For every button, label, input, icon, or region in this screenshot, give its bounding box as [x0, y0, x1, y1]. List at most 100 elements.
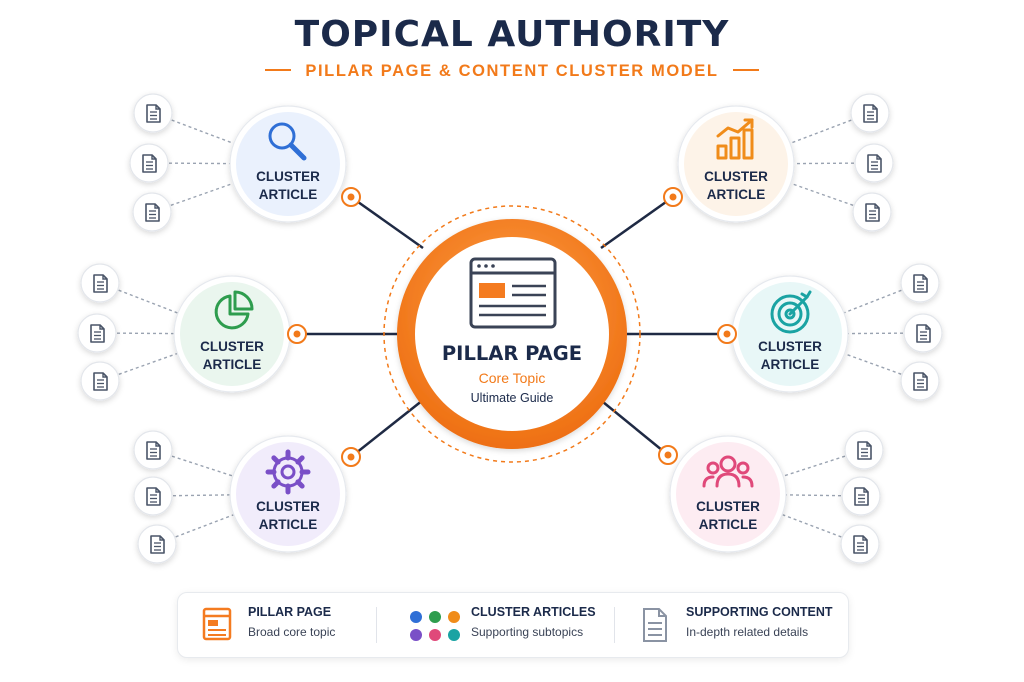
legend-color-dot [448, 611, 460, 623]
subtitle-text: PILLAR PAGE & CONTENT CLUSTER MODEL [305, 62, 719, 80]
cluster-label-line1: CLUSTER [696, 499, 760, 514]
legend-divider [376, 607, 377, 643]
legend-supporting-title: SUPPORTING CONTENT [686, 605, 833, 619]
document-icon [132, 192, 172, 232]
legend-panel: PILLAR PAGE Broad core topic CLUSTER ART… [177, 592, 849, 658]
document-icon [137, 524, 177, 564]
legend-color-dot [410, 611, 422, 623]
document-icon [133, 93, 173, 133]
connector-joint [658, 445, 678, 465]
pillar-legend-icon [202, 607, 232, 641]
connector-joint [717, 324, 737, 344]
dashed-link [118, 352, 178, 375]
connector-joints [287, 187, 737, 467]
document-icon [841, 476, 881, 516]
dashed-link [171, 455, 234, 477]
connector-joint [341, 187, 361, 207]
legend-pillar-desc: Broad core topic [248, 625, 336, 639]
connector-line [600, 195, 674, 250]
connector-joint [287, 324, 307, 344]
legend-pillar-title: PILLAR PAGE [248, 605, 332, 619]
dashed-link [790, 182, 854, 207]
cluster-nodes: CLUSTER ARTICLE CLUSTER ARTICLE CLUSTER ARTIC… [173, 105, 849, 553]
cluster-article-node: CLUSTER ARTICLE [229, 435, 347, 553]
browser-window-icon [469, 257, 557, 329]
legend-divider [614, 607, 615, 643]
supporting-docs [77, 93, 943, 564]
document-icon [129, 143, 169, 183]
cluster-label-line1: CLUSTER [704, 169, 768, 184]
cluster-label-line2: ARTICLE [259, 517, 318, 532]
pillar-dashed-ring [383, 205, 641, 463]
cluster-label-line1: CLUSTER [256, 499, 320, 514]
document-icon [854, 143, 894, 183]
legend-supporting-desc: In-depth related details [686, 625, 809, 639]
connector-line [350, 195, 424, 250]
document-icon [80, 361, 120, 401]
legend-color-dot [410, 629, 422, 641]
cluster-inner-disc [676, 442, 780, 546]
document-icon [840, 524, 880, 564]
pillar-guide: Ultimate Guide [471, 391, 554, 405]
document-icon [903, 313, 943, 353]
document-icon [133, 430, 173, 470]
dashed-link [175, 514, 235, 538]
pillar-title: PILLAR PAGE [442, 342, 582, 365]
cluster-label-line1: CLUSTER [200, 339, 264, 354]
pillar-page-node: PILLAR PAGE Core Topic Ultimate Guide [383, 205, 641, 463]
pie-chart-icon [214, 290, 254, 330]
cluster-label-line2: ARTICLE [699, 517, 758, 532]
cluster-inner-disc [684, 112, 788, 216]
document-icon [844, 430, 884, 470]
document-icon [80, 263, 120, 303]
pillar-topic: Core Topic [479, 370, 546, 386]
dashed-link [171, 119, 234, 145]
document-legend-icon [643, 608, 667, 642]
page-subtitle: PILLAR PAGE & CONTENT CLUSTER MODEL [0, 62, 1024, 81]
dashed-link [785, 494, 842, 497]
cluster-label-line2: ARTICLE [761, 357, 820, 372]
cluster-inner-disc [236, 112, 340, 216]
legend-color-dot [429, 629, 441, 641]
connector-joint [341, 447, 361, 467]
users-icon [702, 455, 754, 488]
cluster-article-node: CLUSTER ARTICLE [173, 275, 291, 393]
cluster-label-line2: ARTICLE [203, 357, 262, 372]
pillar-inner-disc [415, 237, 609, 431]
cluster-article-node: CLUSTER ARTICLE [731, 275, 849, 393]
target-icon [770, 290, 812, 334]
page-title: TOPICAL AUTHORITY [294, 14, 730, 55]
cluster-label-line1: CLUSTER [256, 169, 320, 184]
cluster-label-line2: ARTICLE [707, 187, 766, 202]
legend-color-dot [448, 629, 460, 641]
gear-icon [265, 449, 311, 495]
connector-joint [663, 187, 683, 207]
document-icon [852, 192, 892, 232]
legend-pillar: PILLAR PAGE Broad core topic [248, 605, 335, 639]
document-icon [900, 263, 940, 303]
legend-clusters-title: CLUSTER ARTICLES [471, 605, 596, 619]
document-icon [900, 361, 940, 401]
cluster-label-line1: CLUSTER [758, 339, 822, 354]
dashed-link [172, 494, 231, 497]
dashed-link [118, 289, 179, 314]
magnifier-icon [268, 122, 307, 161]
legend-clusters-desc: Supporting subtopics [471, 625, 584, 639]
legend-supporting: SUPPORTING CONTENT In-depth related deta… [686, 605, 833, 639]
connector-line [602, 401, 669, 456]
dashed-link [789, 119, 852, 145]
document-icon [133, 476, 173, 516]
connector-line [350, 399, 424, 458]
document-icon [77, 313, 117, 353]
cluster-article-node: CLUSTER ARTICLE [669, 435, 787, 553]
dashed-link [781, 513, 842, 538]
dashed-link [843, 289, 902, 314]
legend-clusters: CLUSTER ARTICLES Supporting subtopics [471, 605, 596, 639]
dashed-link [782, 455, 846, 477]
cluster-inner-disc [180, 282, 284, 386]
cluster-inner-disc [738, 282, 842, 386]
subtitle-rule-left [265, 69, 292, 72]
document-icon [850, 93, 890, 133]
